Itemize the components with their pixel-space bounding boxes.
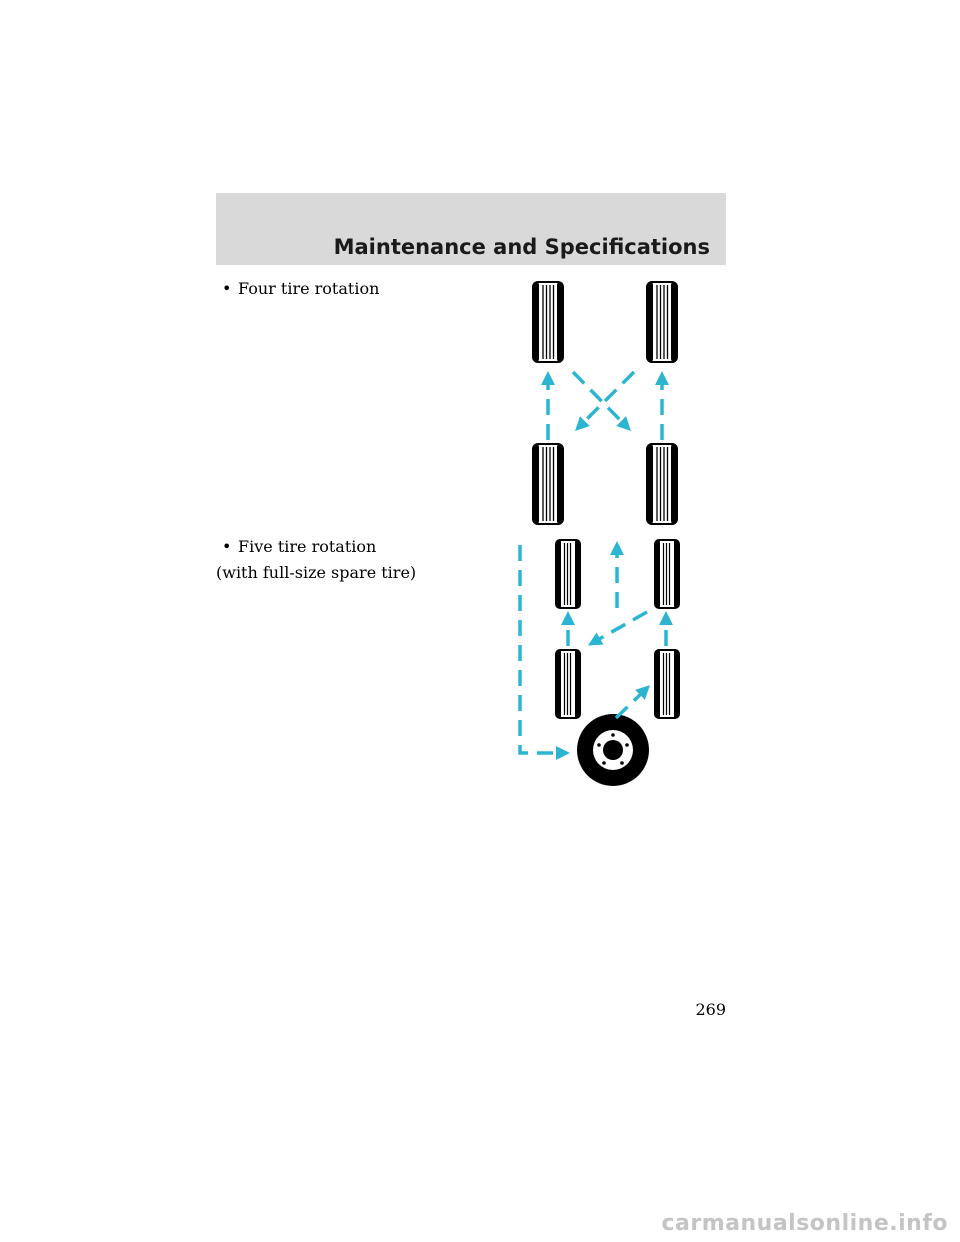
rotation-arrow-icon: [571, 370, 631, 431]
four-tire-diagram: [532, 281, 678, 525]
header-band: Maintenance and Specifications: [216, 193, 726, 265]
rotation-arrow-icon: [518, 545, 570, 760]
bullet: •: [222, 537, 232, 556]
rotation-arrow-icon: [614, 685, 651, 720]
bullet: •: [222, 279, 232, 298]
rotation-arrow-icon: [575, 370, 636, 431]
tire-icon: [555, 539, 581, 609]
section-title: Maintenance and Specifications: [333, 235, 710, 259]
spare-wheel-icon: [577, 714, 649, 786]
page-number: 269: [695, 1000, 726, 1019]
tire-icon: [646, 281, 678, 363]
watermark: carmanualsonline.info: [661, 1211, 948, 1236]
tire-icon: [654, 539, 680, 609]
tire-icon: [532, 281, 564, 363]
four-tire-rotation-item: • Four tire rotation: [222, 279, 379, 299]
tire-icon: [646, 443, 678, 525]
rotation-arrow-icon: [587, 610, 648, 646]
five-tire-rotation-label: Five tire rotation: [238, 537, 377, 556]
tire-icon: [555, 649, 581, 719]
five-tire-rotation-note: (with full-size spare tire): [216, 563, 417, 582]
five-tire-rotation-item: • Five tire rotation: [222, 537, 376, 557]
tire-icon: [654, 649, 680, 719]
four-tire-rotation-label: Four tire rotation: [238, 279, 380, 298]
five-tire-diagram: [518, 539, 680, 786]
tire-icon: [532, 443, 564, 525]
